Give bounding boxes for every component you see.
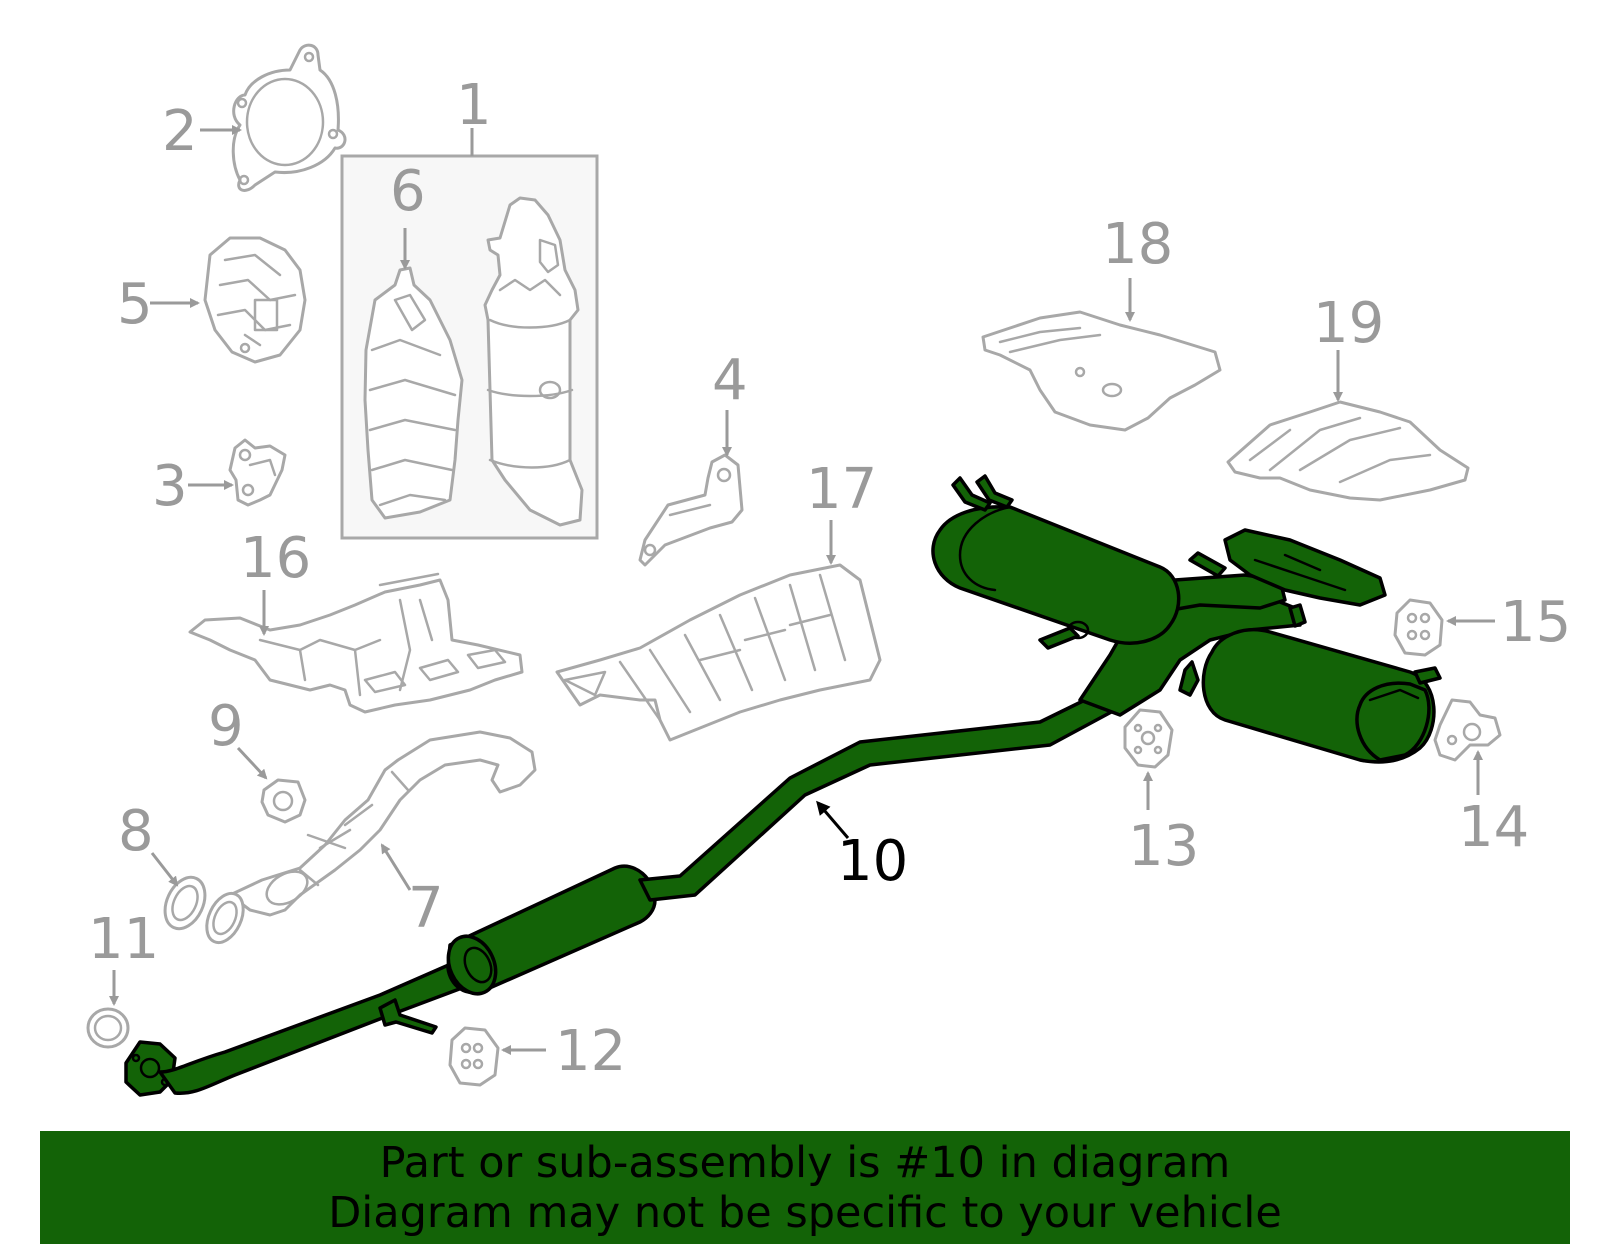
callout-10: 10 (837, 829, 908, 894)
part-19-heat-shield (1226, 400, 1470, 502)
part-16-heat-shield (188, 572, 524, 714)
part-3-bracket (228, 438, 287, 507)
part-10-exhaust-system (124, 474, 1442, 1097)
callout-11: 11 (88, 907, 159, 972)
callout-12: 12 (555, 1019, 626, 1084)
part-7-front-pipe (228, 730, 537, 917)
leader-8 (150, 852, 179, 887)
callout-14: 14 (1458, 795, 1529, 860)
callout-5: 5 (117, 272, 153, 337)
part-1-catalytic-converter (483, 196, 584, 527)
part-8-gasket (163, 875, 245, 945)
callout-13: 13 (1128, 814, 1199, 879)
info-banner: Part or sub-assembly is #10 in diagram D… (40, 1131, 1570, 1244)
callout-18: 18 (1102, 212, 1173, 277)
part-12-hanger (448, 1026, 500, 1087)
part-13-hanger (1123, 708, 1174, 769)
callout-1: 1 (456, 73, 492, 138)
part-15-hanger (1393, 598, 1444, 657)
leader-10 (816, 800, 850, 839)
callout-17: 17 (806, 457, 877, 522)
callout-4: 4 (712, 348, 748, 413)
callout-15: 15 (1500, 590, 1571, 655)
part-11-gasket (86, 1007, 130, 1049)
banner-line-part-number: Part or sub-assembly is #10 in diagram (379, 1137, 1231, 1188)
banner-line-disclaimer: Diagram may not be specific to your vehi… (328, 1187, 1282, 1238)
part-18-heat-shield (981, 310, 1222, 432)
callout-6: 6 (390, 159, 426, 224)
part-5-bracket (203, 236, 307, 364)
part-9-mount (260, 778, 307, 824)
callout-9: 9 (208, 694, 244, 759)
callout-19: 19 (1313, 291, 1384, 356)
leader-9 (236, 746, 268, 780)
callout-7: 7 (408, 876, 444, 941)
callout-2: 2 (162, 99, 198, 164)
callout-16: 16 (240, 526, 311, 591)
callout-8: 8 (118, 799, 154, 864)
part-17-heat-shield (555, 563, 882, 742)
part-2-gasket (231, 43, 347, 192)
part-4-bracket (638, 453, 744, 567)
callout-3: 3 (152, 454, 188, 519)
part-14-bracket (1433, 698, 1502, 762)
leader-7 (380, 843, 412, 891)
